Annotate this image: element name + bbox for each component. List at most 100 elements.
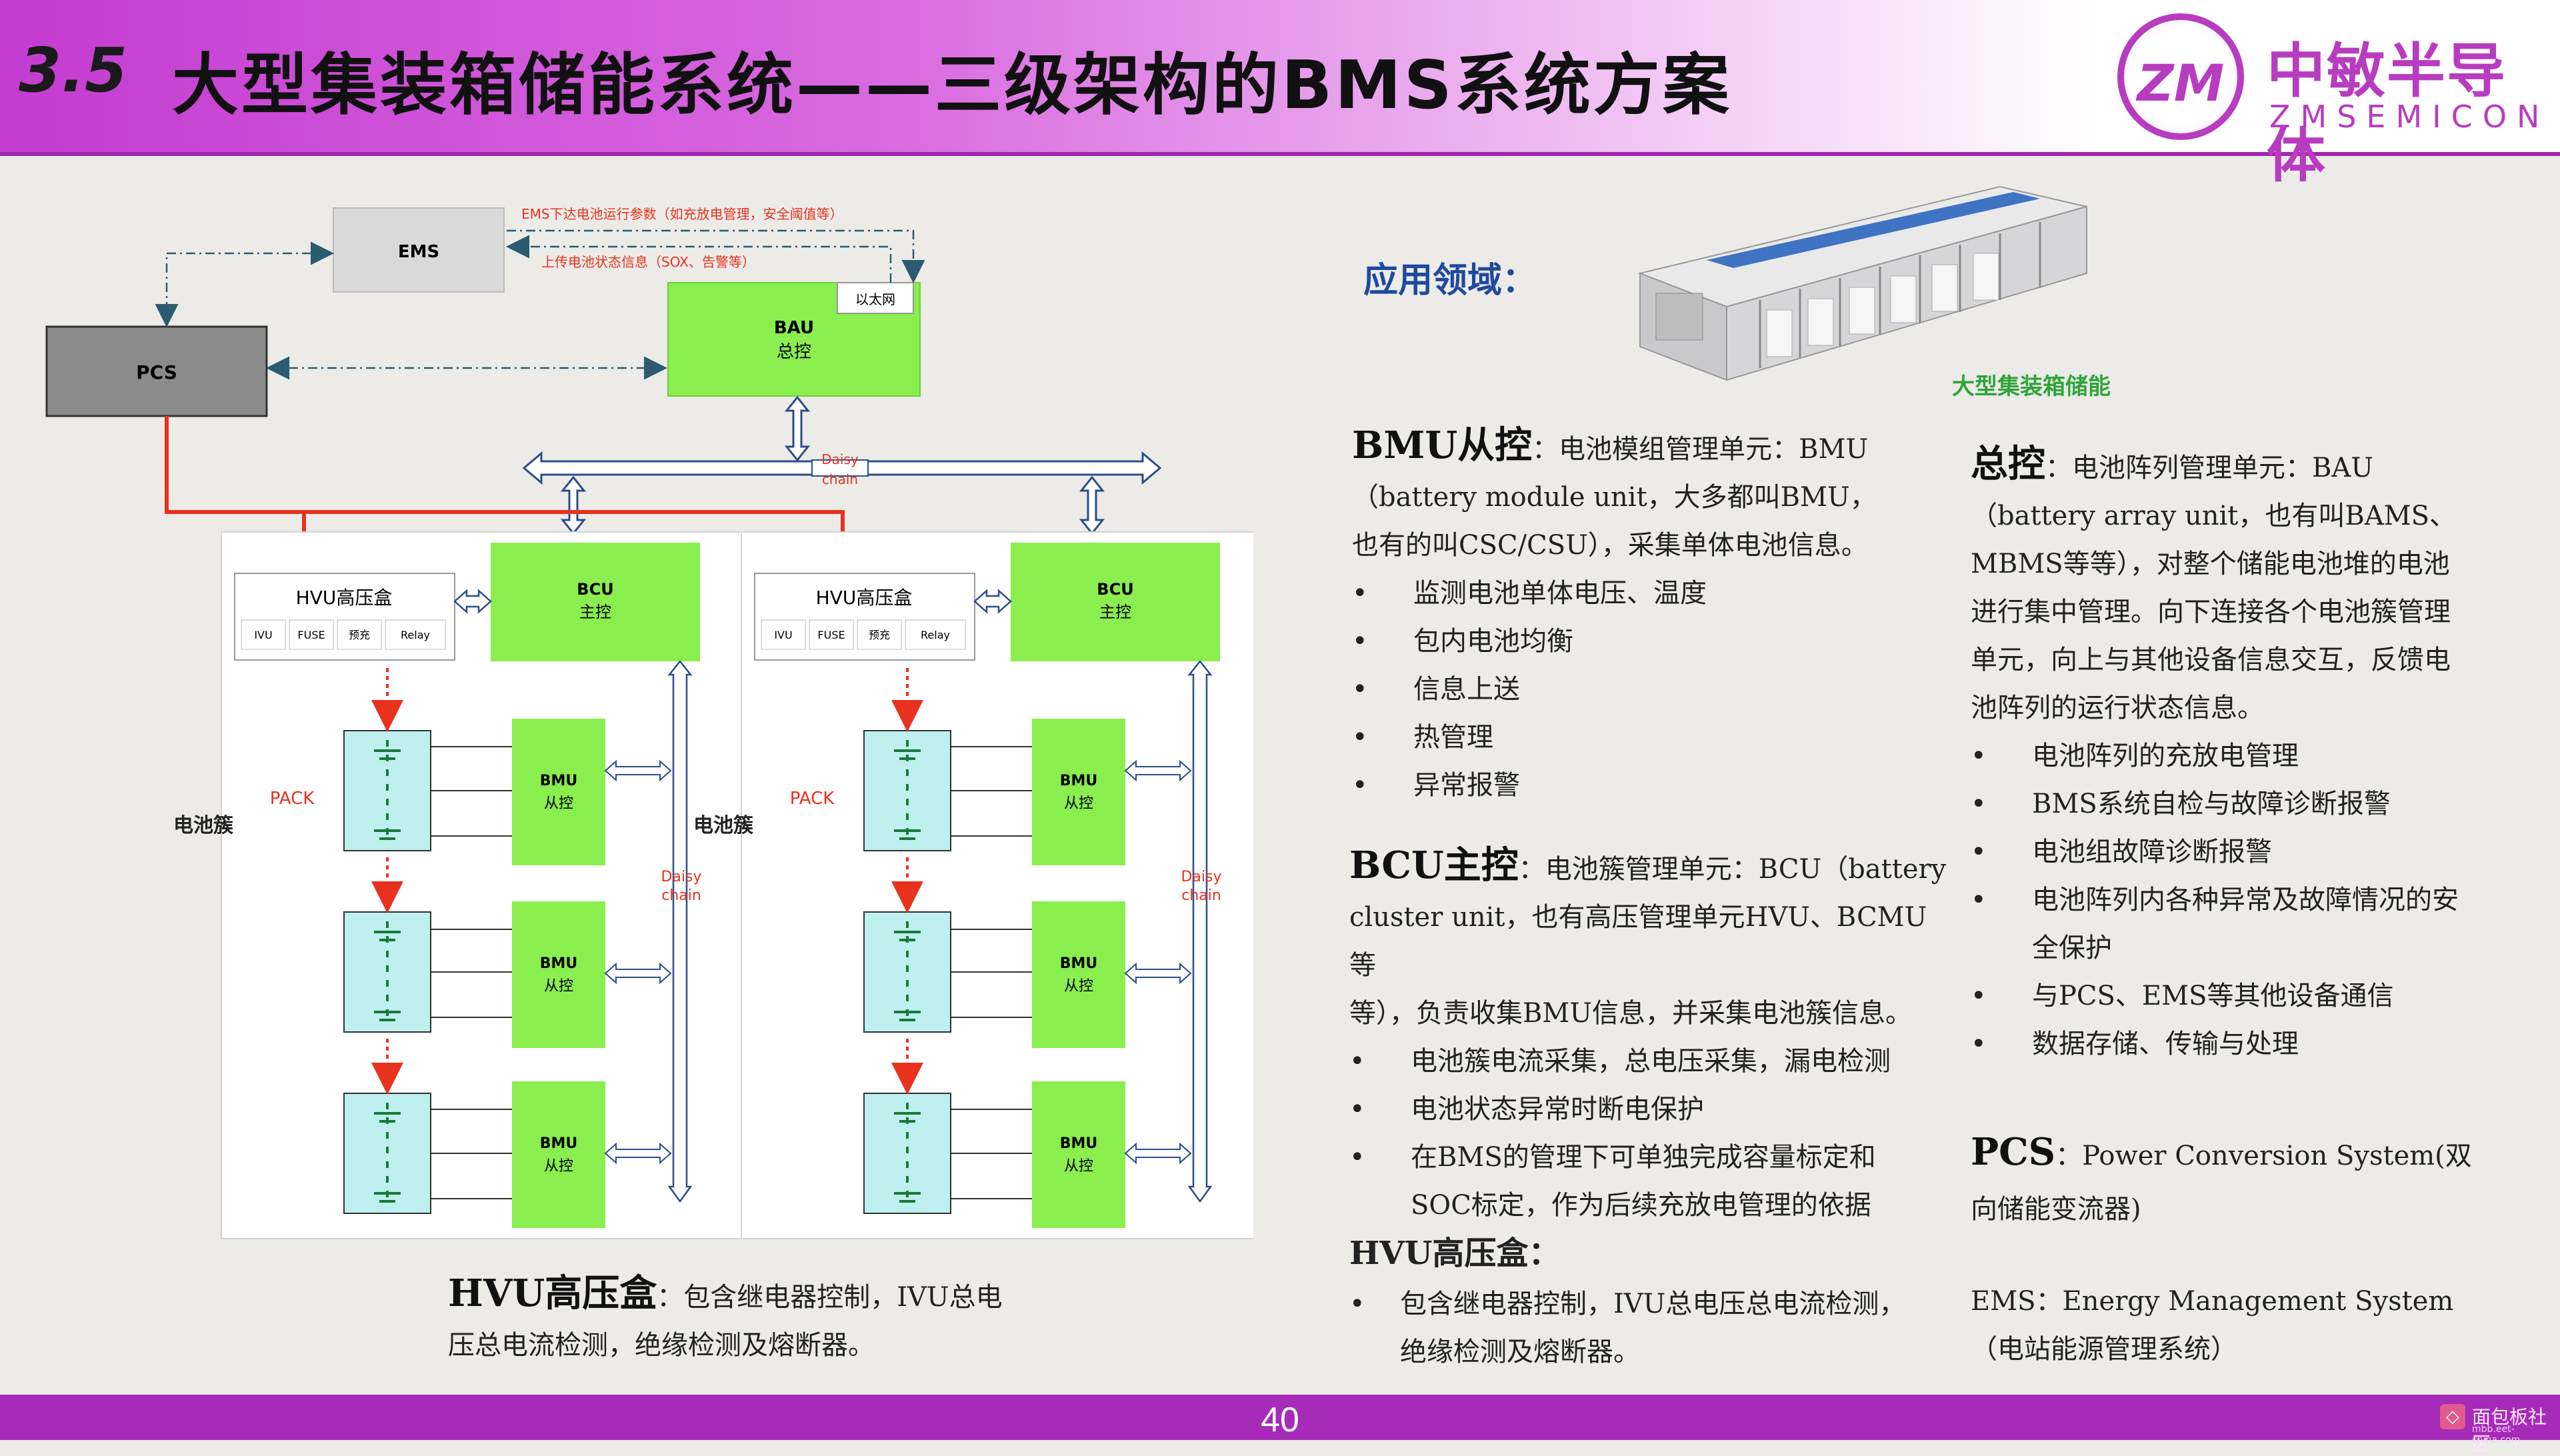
bmu-label: BMU [540, 1135, 578, 1152]
master-line1: ：电池阵列管理单元：BAU [2045, 453, 2373, 483]
pcs-def-head: PCS [1971, 1130, 2056, 1174]
bmu-sublabel: 从控 [1064, 978, 1093, 995]
master-line4: 进行集中管理。向下连接各个电池簇管理 [1971, 597, 2451, 627]
ethernet-label: 以太网 [855, 291, 895, 307]
title-bar: 3.5 大型集装箱储能系统——三级架构的BMS系统方案 ZM 中敏半导体 ZMS… [0, 0, 2560, 190]
battery-cluster-2: HVU高压盒 IVU FUSE 预充 Relay BCU 主控 Daisy ch… [693, 531, 1269, 1239]
hvu-caption: HVU高压盒：包含继电器控制，IVU总电 压总电流检测，绝缘检测及熔断器。 [448, 1269, 1048, 1369]
pcs-box: PCS [45, 325, 268, 417]
bcu-bullet: 在BMS的管理下可单独完成容量标定和 [1349, 1133, 1949, 1181]
bcu-line2: cluster unit，也有高压管理单元HVU、BCMU等 [1349, 902, 1927, 981]
bcu-sublabel: 主控 [1099, 603, 1131, 621]
bcu-bullet: 电池状态异常时断电保护 [1349, 1085, 1949, 1133]
bcu-label: BCU [577, 580, 613, 599]
container-storage-image [1627, 160, 2107, 413]
hvu-part-precharge: 预充 [869, 629, 890, 641]
bcu-bullet-continued: SOC标定，作为后续充放电管理的依据 [1411, 1190, 1871, 1221]
logo-chinese-name: 中敏半导体 [2267, 37, 2507, 190]
bcu-sublabel: 主控 [579, 603, 611, 621]
ems-definition: EMS：Energy Management System （电站能源管理系统） [1971, 1277, 2517, 1373]
ems-box: EMS [333, 207, 505, 293]
cluster-daisy-label: Daisy [1181, 869, 1221, 885]
hvu-part-ivu: IVU [774, 629, 792, 641]
application-label: 应用领域： [1363, 261, 1537, 301]
bmu-sublabel: 从控 [1064, 795, 1093, 812]
logo-english-name: ZMSEMICON [2269, 99, 2550, 135]
page-number: 40 [1261, 1401, 1299, 1439]
hvu-box-label: HVU高压盒 [296, 587, 393, 609]
bau-sublabel: 总控 [777, 342, 811, 362]
pcs-def-line2: 向储能变流器) [1971, 1194, 2141, 1225]
slide-title: 大型集装箱储能系统——三级架构的BMS系统方案 [172, 46, 1732, 124]
pack-label: PACK [790, 789, 835, 809]
pcs-definition: PCS：Power Conversion System(双 向储能变流器) [1971, 1125, 2517, 1236]
bmu-bullet: 异常报警 [1352, 761, 1939, 809]
bmu-line3: 也有的叫CSC/CSU），采集单体电池信息。 [1352, 530, 1868, 561]
hvu-part-ivu: IVU [254, 629, 272, 641]
bmu-description: BMU从控：电池模组管理单元：BMU （battery module unit，… [1352, 421, 1939, 809]
bmu-label: BMU [1060, 1135, 1098, 1152]
hvu-part-fuse: FUSE [817, 629, 845, 641]
bcu-bullet: 电池簇电流采集，总电压采集，漏电检测 [1349, 1037, 1949, 1085]
hvu-part-precharge: 预充 [349, 629, 370, 641]
cluster-label: 电池簇 [173, 814, 234, 837]
bcu-description: BCU主控：电池簇管理单元：BCU（battery cluster unit，也… [1349, 841, 1949, 1376]
cluster-daisy-label: Daisy [661, 869, 701, 885]
bmu-sublabel: 从控 [544, 978, 573, 995]
pcs-label: PCS [136, 361, 177, 383]
master-head: 总控 [1971, 442, 2045, 486]
master-control-description: 总控：电池阵列管理单元：BAU （battery array unit，也有叫B… [1971, 440, 2504, 1068]
daisy-label: Daisy [821, 451, 859, 467]
hvu-part-relay: Relay [401, 629, 430, 641]
bmu-bullet: 包内电池均衡 [1352, 617, 1939, 665]
bmu-bullet: 热管理 [1352, 713, 1939, 761]
pcs-def-line1: ：Power Conversion System(双 [2055, 1141, 2472, 1171]
bmu-sublabel: 从控 [544, 1158, 573, 1175]
hvu-colon: ： [1528, 1235, 1561, 1272]
pack-row-1: BMU 从控 [863, 719, 1192, 865]
watermark-url: mbb.eet-china.com [2472, 1424, 2521, 1445]
master-bullets: 电池阵列的充放电管理 BMS系统自检与故障诊断报警 电池组故障诊断报警 电池阵列… [1971, 732, 2504, 924]
image-caption: 大型集装箱储能 [1952, 373, 2111, 400]
hvu-part-relay: Relay [921, 629, 950, 641]
bms-architecture-diagram: EMS PCS BAU 总控 以太网 EMS下达电池运行参数（如充放电管理，安全… [40, 193, 1269, 1247]
hvu-caption-line1: ：包含继电器控制，IVU总电 [657, 1282, 1003, 1313]
master-bullet: 数据存储、传输与处理 [1971, 1020, 2504, 1068]
ems-def-line2: （电站能源管理系统） [1971, 1334, 2237, 1365]
pack-row-1: BMU 从控 [343, 719, 672, 865]
bmu-line2: （battery module unit，大多都叫BMU， [1352, 482, 1877, 513]
master-bullets-2: 与PCS、EMS等其他设备通信 数据存储、传输与处理 [1971, 972, 2504, 1068]
hvu-caption-line2: 压总电流检测，绝缘检测及熔断器。 [448, 1330, 875, 1361]
ems-label: EMS [398, 242, 439, 262]
hvu-caption-head: HVU高压盒 [448, 1271, 657, 1315]
watermark-logo-icon: ◇ [2440, 1404, 2465, 1429]
hvu-bullet: 包含继电器控制，IVU总电压总电流检测， [1349, 1280, 1949, 1328]
section-number: 3.5 [19, 35, 127, 106]
hvu-box-label: HVU高压盒 [816, 587, 913, 609]
cluster-chain-label: chain [1181, 887, 1221, 904]
bmu-label: BMU [540, 955, 578, 972]
hvu-bullet-continued: 绝缘检测及熔断器。 [1400, 1337, 1640, 1367]
hvu-head: HVU高压盒 [1349, 1235, 1529, 1272]
hvu-part-fuse: FUSE [297, 629, 325, 641]
master-line5: 单元，向上与其他设备信息交互，反馈电 [1971, 645, 2451, 675]
ems-downlink-text: EMS下达电池运行参数（如充放电管理，安全阈值等） [521, 206, 843, 222]
pack-label: PACK [270, 789, 315, 809]
bcu-line1: ：电池簇管理单元：BCU（battery [1518, 854, 1947, 885]
ems-def-line1: EMS：Energy Management System [1971, 1286, 2454, 1317]
master-line6: 池阵列的运行状态信息。 [1971, 693, 2264, 723]
master-line2: （battery array unit，也有叫BAMS、 [1971, 501, 2456, 531]
chain-label: chain [822, 471, 858, 487]
bcu-head: BCU主控 [1349, 843, 1519, 887]
bau-label: BAU [774, 318, 814, 338]
master-bullet: 与PCS、EMS等其他设备通信 [1971, 972, 2504, 1020]
master-line3: MBMS等等），对整个储能电池堆的电池 [1971, 549, 2450, 579]
pack-row-2: BMU 从控 [343, 901, 672, 1048]
cluster-label: 电池簇 [693, 814, 754, 837]
bcu-line3: 等），负责收集BMU信息，并采集电池簇信息。 [1349, 998, 1913, 1029]
master-bullet: BMS系统自检与故障诊断报警 [1971, 780, 2504, 828]
footer-bar: 40 [0, 1395, 2560, 1440]
bmu-bullets: 监测电池单体电压、温度 包内电池均衡 信息上送 热管理 异常报警 [1352, 569, 1939, 809]
bcu-bullets: 电池簇电流采集，总电压采集，漏电检测 电池状态异常时断电保护 在BMS的管理下可… [1349, 1037, 1949, 1181]
master-bullet: 电池组故障诊断报警 [1971, 828, 2504, 876]
